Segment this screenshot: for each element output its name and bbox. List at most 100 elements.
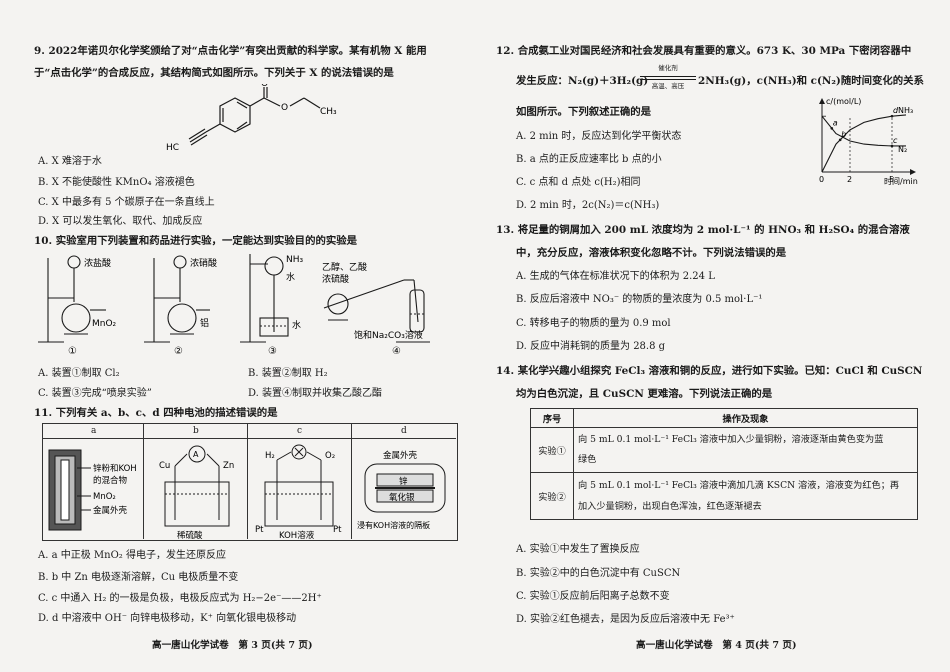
q10-num-1: ① — [68, 346, 77, 357]
table-row-2-desc: 向 5 mL 0.1 mol·L⁻¹ FeCl₃ 溶液中滴加几滴 KSCN 溶液… — [573, 472, 918, 520]
q10-num-2: ② — [174, 346, 183, 357]
q11-option-b: B. b 中 Zn 电极逐渐溶解，Cu 电极质量不变 — [38, 572, 239, 583]
table-row: 实验① 向 5 mL 0.1 mol·L⁻¹ FeCl₃ 溶液中加入少量铜粉，溶… — [530, 427, 918, 473]
chart-series-label-0: NH₃ — [898, 106, 913, 115]
q10-label-na2co3: 饱和Na₂CO₃溶液 — [354, 329, 423, 341]
q11-option-c: C. c 中通入 H₂ 的一极是负极，电极反应式为 H₂−2e⁻——2H⁺ — [38, 593, 322, 604]
q9-option-d: D. X 可以发生氧化、取代、加成反应 — [38, 216, 203, 227]
table-row-1-id: 实验① — [530, 427, 574, 473]
q13-option-a: A. 生成的气体在标准状况下的体积为 2.24 L — [516, 271, 715, 282]
q13-option-d: D. 反应中消耗铜的质量为 28.8 g — [516, 341, 666, 352]
q10-stem: 10. 实验室用下列装置和药品进行实验，一定能达到实验目的的实验是 — [34, 235, 358, 247]
q12-stem-line3: 如图所示。下列叙述正确的是 — [516, 106, 652, 118]
chart-point-label-a: a — [833, 118, 838, 127]
q9-struct-ch3: CH₃ — [320, 107, 337, 117]
q10-label-conc-hno3: 浓硝酸 — [190, 257, 217, 269]
chart-point-label-b: b — [841, 130, 846, 139]
q9-struct-hc: HC — [166, 143, 179, 153]
q10-num-4: ④ — [392, 346, 401, 357]
q11-a-label-shell: 金属外壳 — [93, 505, 128, 516]
q10-label-al: 铝 — [200, 317, 209, 329]
q11-header-c: c — [297, 426, 303, 436]
chart-xlabel: 时间/min — [884, 176, 918, 186]
q10-option-d: D. 装置④制取并收集乙酸乙酯 — [248, 388, 383, 399]
q11-c-label-o2: O₂ — [325, 451, 335, 461]
q10-label-nh3: NH₃ — [286, 255, 304, 265]
table-row-2-text2: 加入少量铜粉，出现白色浑浊，红色逐渐褪去 — [578, 501, 762, 512]
chart-x-tick-0: 0 — [819, 175, 824, 184]
q13-stem-line1: 13. 将足量的铜屑加入 200 mL 浓度均为 2 mol·L⁻¹ 的 HNO… — [496, 224, 910, 236]
table-row-2-id: 实验② — [530, 472, 574, 520]
q11-c-label-pt1: Pt — [255, 525, 264, 535]
q11-d-label-ag2o: 氧化银 — [389, 492, 415, 503]
q10-label-reagents2: 浓硫酸 — [322, 273, 349, 285]
q11-battery-drawings: 锌粉和KOH 的混合物 MnO₂ 金属外壳 Cu Zn A 稀硫酸 H₂ O₂ … — [48, 444, 446, 540]
chart-ylabel: c/(mol/L) — [826, 97, 861, 106]
q11-battery-panel: a b c d — [42, 423, 458, 541]
chart-point-label-d: d — [893, 106, 899, 115]
q11-b-label-acid: 稀硫酸 — [177, 530, 203, 540]
q11-a-label-zinc1: 锌粉和KOH — [93, 463, 137, 474]
q14-option-c: C. 实验①反应前后阳离子总数不变 — [516, 591, 670, 602]
q9-stem-line2: 于“点击化学”的合成反应，其结构简式如图所示。下列关于 X 的说法错误的是 — [34, 67, 394, 79]
q11-option-d: D. d 中溶液中 OH⁻ 向锌电极移动，K⁺ 向氧化银电极移动 — [38, 613, 297, 624]
q9-option-a: A. X 难溶于水 — [38, 156, 102, 167]
q13-option-b: B. 反应后溶液中 NO₃⁻ 的物质的量浓度为 0.5 mol·L⁻¹ — [516, 294, 763, 305]
q12-stem-line2b: 2NH₃(g)，c(NH₃)和 c(N₂)随时间变化的关系 — [698, 75, 924, 87]
q12-option-c: C. c 点和 d 点处 c(H₂)相同 — [516, 177, 641, 188]
table-row-1-desc: 向 5 mL 0.1 mol·L⁻¹ FeCl₃ 溶液中加入少量铜粉，溶液逐渐由… — [573, 427, 918, 473]
q11-c-label-koh: KOH溶液 — [279, 530, 315, 540]
table-header-desc: 操作及现象 — [573, 408, 918, 428]
q11-a-label-zinc2: 的混合物 — [93, 475, 128, 486]
q12-concentration-chart: c/(mol/L) 时间/min 0 2 5 NH₃ N₂ ab c d — [819, 97, 918, 186]
q14-experiment-table: 序号 操作及现象 实验① 向 5 mL 0.1 mol·L⁻¹ FeCl₃ 溶液… — [530, 408, 918, 520]
q9-struct-o1: O — [261, 84, 268, 89]
q9-option-b: B. X 不能使酸性 KMnO₄ 溶液褪色 — [38, 177, 195, 188]
chart-point-label-c: c — [893, 136, 898, 145]
q10-label-conc-hcl: 浓盐酸 — [84, 257, 111, 269]
chart-point-a — [830, 127, 834, 130]
q10-num-3: ③ — [268, 346, 277, 357]
q9-stem-line1: 9. 2022年诺贝尔化学奖颁给了对“点击化学”有突出贡献的科学家。某有机物 X… — [34, 45, 427, 57]
q12-stem-line1: 12. 合成氨工业对国民经济和社会发展具有重要的意义。673 K、30 MPa … — [496, 45, 912, 57]
q14-stem-line1: 14. 某化学兴趣小组探究 FeCl₃ 溶液和铜的反应，进行如下实验。已知：Cu… — [496, 365, 923, 377]
q13-option-c: C. 转移电子的物质的量为 0.9 mol — [516, 318, 671, 329]
chart-series-label-1: N₂ — [898, 145, 907, 154]
table-row-1-text2: 绿色 — [578, 454, 597, 465]
q10-option-b: B. 装置②制取 H₂ — [248, 368, 328, 379]
q12-cond-bottom: 高温、高压 — [651, 82, 685, 90]
q11-d-label-sep: 浸有KOH溶液的隔板 — [357, 520, 430, 530]
q11-a-label-mno2: MnO₂ — [93, 492, 116, 502]
q10-label-reagents1: 乙醇、乙酸 — [322, 261, 367, 273]
q11-option-a: A. a 中正极 MnO₂ 得电子，发生还原反应 — [38, 550, 226, 561]
q11-header-d: d — [401, 426, 407, 436]
q9-struct-o2: O — [281, 103, 288, 113]
q11-stem: 11. 下列有关 a、b、c、d 四种电池的描述错误的是 — [34, 407, 278, 419]
q14-option-a: A. 实验①中发生了置换反应 — [516, 544, 640, 555]
q11-b-label-zn: Zn — [223, 461, 234, 471]
q12-cond-top: 催化剂 — [658, 64, 678, 72]
q11-d-label-zn: 锌 — [399, 476, 408, 487]
q9-structure-diagram: O O CH₃ HC — [166, 84, 337, 153]
q11-header-b: b — [193, 426, 199, 436]
q14-stem-line2: 均为白色沉淀，且 CuSCN 更难溶。下列说法正确的是 — [516, 388, 773, 400]
q14-option-d: D. 实验②红色褪去，是因为反应后溶液中无 Fe³⁺ — [516, 614, 735, 625]
q12-option-b: B. a 点的正反应速率比 b 点的小 — [516, 154, 662, 165]
chart-point-d — [890, 114, 894, 118]
q13-stem-line2: 中，充分反应，溶液体积变化忽略不计。下列说法错误的是 — [516, 247, 787, 259]
q9-option-c: C. X 中最多有 5 个碳原子在一条直线上 — [38, 197, 215, 208]
q10-label-mno2: MnO₂ — [92, 319, 117, 329]
table-row: 实验② 向 5 mL 0.1 mol·L⁻¹ FeCl₃ 溶液中滴加几滴 KSC… — [530, 472, 918, 520]
chart-x-tick-1: 2 — [847, 175, 852, 184]
chart-x-tick-2: 5 — [889, 175, 894, 184]
q11-d-label-shell: 金属外壳 — [383, 450, 418, 461]
q12-equilibrium-arrow — [640, 73, 696, 80]
q10-option-c: C. 装置③完成“喷泉实验” — [38, 388, 152, 399]
q10-apparatus-diagram: 浓盐酸 MnO₂ 浓硝酸 铝 NH₃ 水 水 乙醇、乙酸 浓硫酸 饱和Na₂CO… — [38, 254, 430, 357]
chart-point-c — [890, 144, 894, 148]
q12-option-a: A. 2 min 时，反应达到化学平衡状态 — [516, 131, 682, 142]
chart-point-b — [838, 138, 842, 142]
q11-header-a: a — [91, 426, 97, 436]
table-header-id: 序号 — [530, 408, 574, 428]
left-page-footer: 高一唐山化学试卷 第 3 页(共 7 页) — [152, 640, 313, 651]
